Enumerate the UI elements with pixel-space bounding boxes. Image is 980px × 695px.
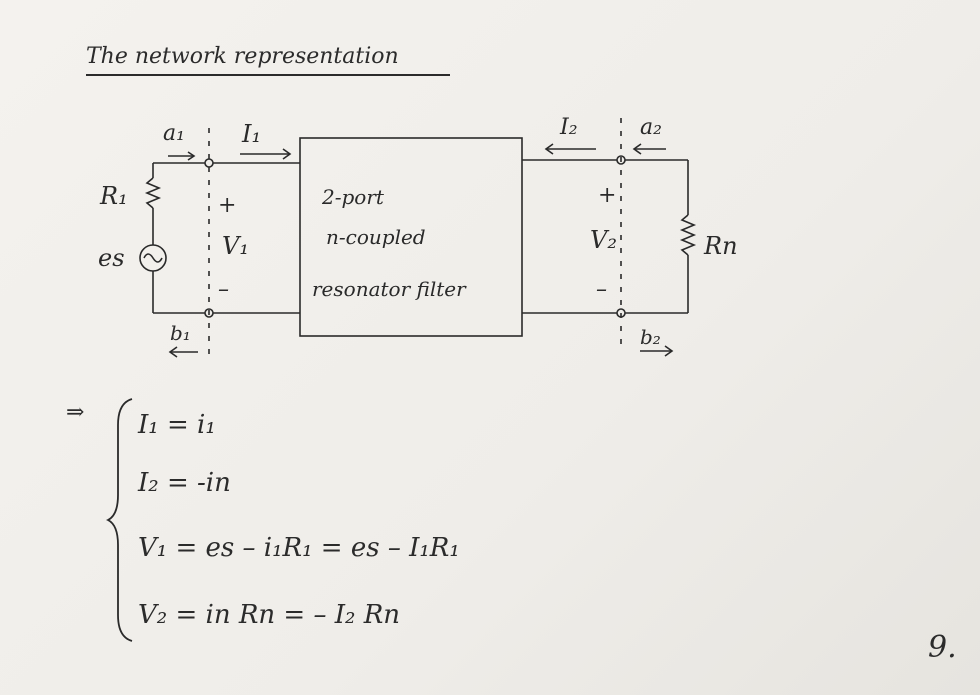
equation-4: V₂ = in Rn = – I₂ Rn [138, 600, 401, 630]
label-V2: V₂ [590, 226, 617, 254]
title-underline [86, 74, 450, 76]
label-a2: a₂ [640, 115, 662, 140]
resistor-r1 [144, 177, 162, 209]
page-number: 9. [928, 630, 957, 665]
arrow-a2-head [632, 143, 642, 155]
arrow-a1-head [187, 151, 196, 161]
implies-arrow: ⇒ [66, 400, 85, 425]
arrow-b2-head [664, 345, 674, 357]
filter-label-line3: resonator filter [312, 277, 467, 301]
equation-2: I₂ = -in [138, 468, 231, 498]
equation-brace [105, 398, 133, 642]
circuit-diagram: a₁ I₁ I₂ a₂ R₁ es + V₁ – b₁ 2-port n-cou… [98, 115, 738, 360]
label-b2: b₂ [640, 325, 661, 349]
equation-3: V₁ = es – i₁R₁ = es – I₁R₁ [138, 533, 460, 563]
label-minus-port1: – [218, 277, 229, 302]
label-a1: a₁ [163, 121, 185, 146]
page-title: The network representation [86, 44, 399, 69]
label-Rn: Rn [703, 232, 738, 260]
arrow-I1-head [282, 148, 292, 160]
equation-1: I₁ = i₁ [138, 410, 216, 440]
filter-label-line2: n-coupled [326, 225, 426, 249]
port1-top-terminal [204, 158, 214, 168]
label-V1: V₁ [222, 232, 249, 260]
sine-icon [143, 253, 163, 263]
label-es: es [98, 244, 125, 272]
arrow-b1-head [168, 346, 178, 358]
label-I1: I₁ [241, 120, 261, 148]
label-R1: R₁ [99, 182, 128, 210]
filter-box [299, 137, 523, 337]
label-b1: b₁ [170, 321, 191, 345]
label-plus-port1: + [218, 193, 236, 218]
arrow-I2-head [544, 143, 554, 155]
label-plus-port2: + [598, 183, 616, 208]
label-I2: I₂ [559, 115, 578, 140]
filter-label-line1: 2-port [321, 185, 385, 209]
label-minus-port2: – [596, 277, 607, 302]
resistor-rn [679, 214, 697, 256]
